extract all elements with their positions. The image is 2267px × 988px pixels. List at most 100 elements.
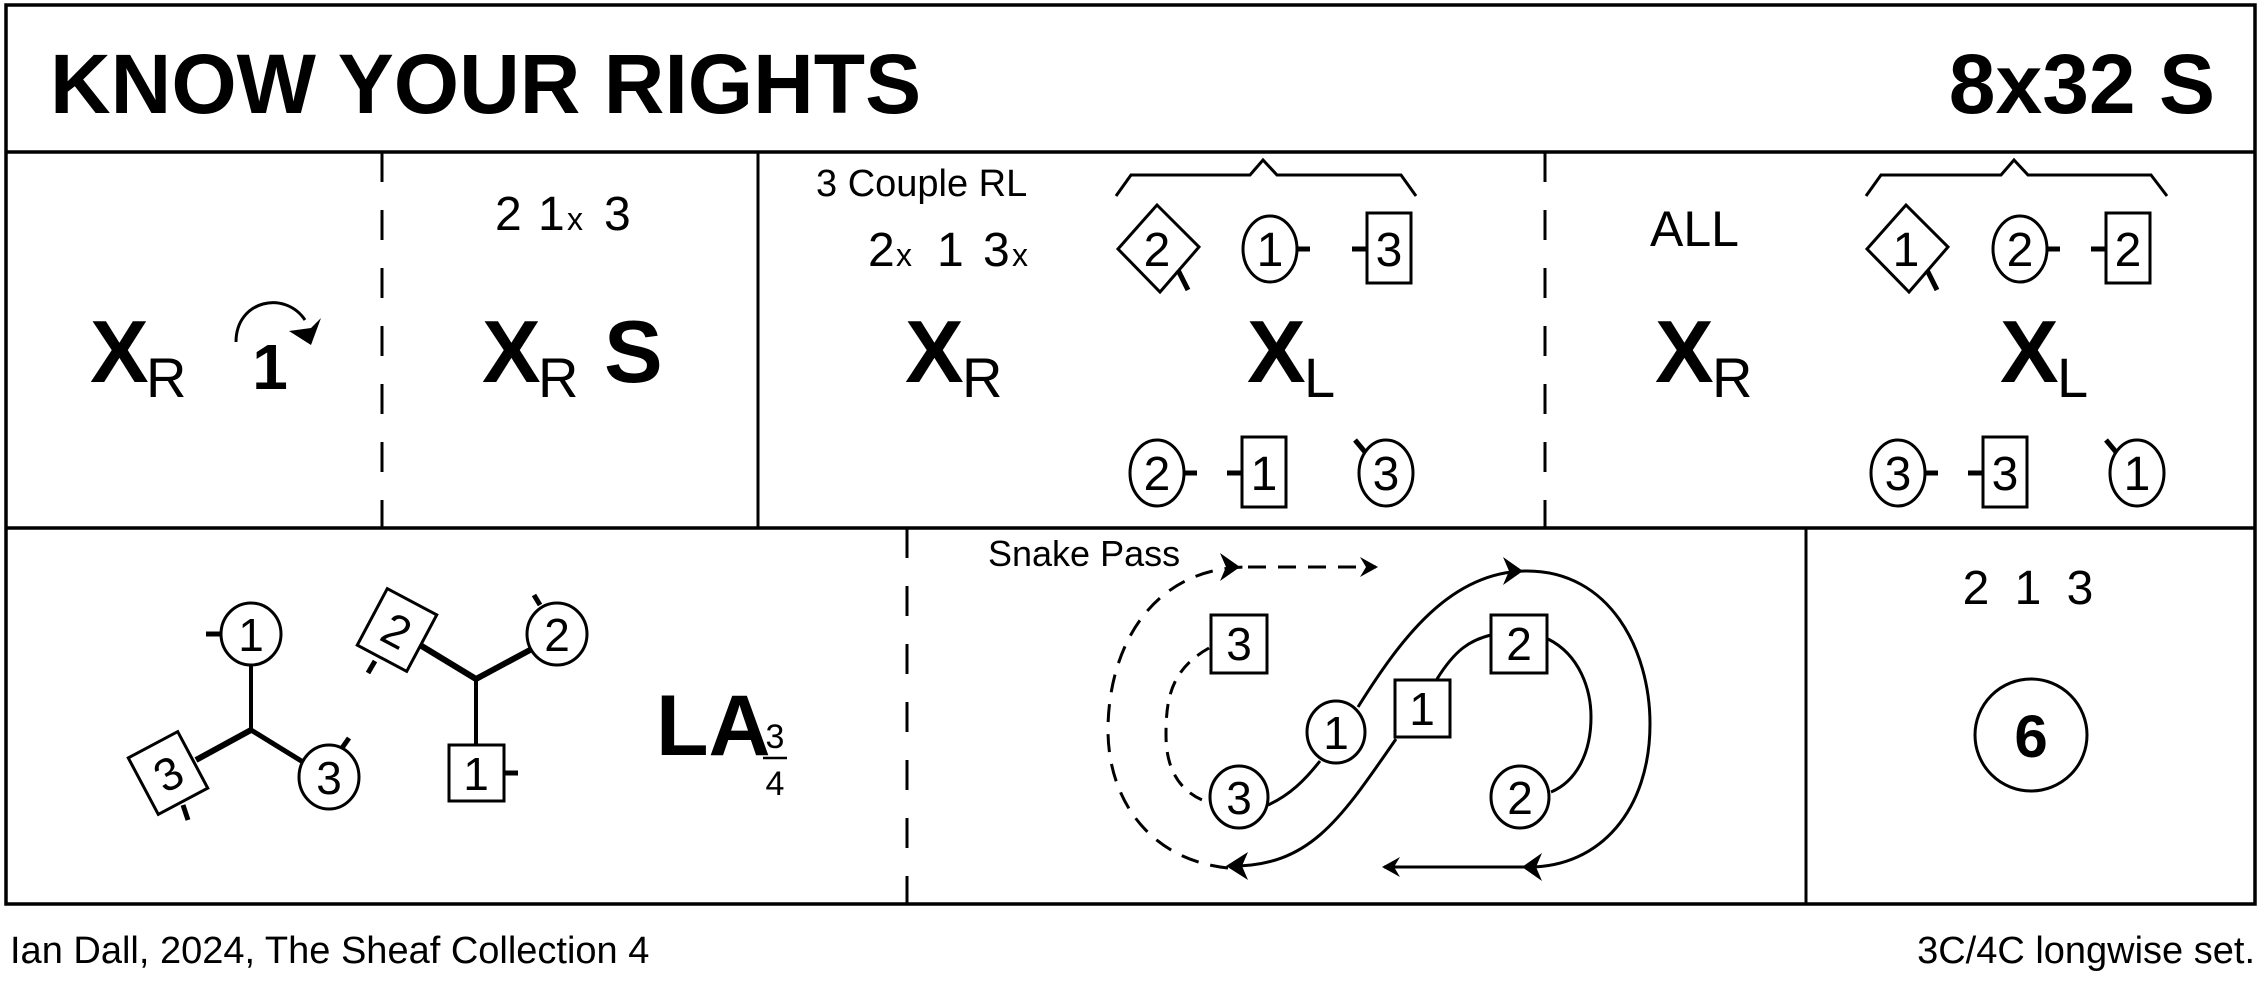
dance-title: KNOW YOUR RIGHTS [50,37,921,131]
move-subscript: R [962,346,1002,409]
dancer-number: 1 [1323,707,1349,759]
cell-note: 3 Couple RL [816,163,1027,205]
turn-count: 1 [252,331,288,403]
diamond-dancer-icon [1115,202,1202,295]
formation-right: 2 2 1 [355,586,589,803]
footer-formation: 3C/4C longwise set. [1917,930,2255,972]
square-dancer-icon [1393,678,1452,739]
dancer-number: 1 [463,748,489,800]
circle-dancer-icon [2108,438,2166,508]
solid-track [1526,569,1652,869]
dancer-number: 2 [1506,618,1532,670]
circle-dancer-icon [1208,764,1270,830]
dance-format: 8x32 S [1949,37,2215,131]
dancer-number: 1 [238,609,264,661]
dancer-number: 3 [316,752,342,804]
card-frame [4,3,2257,906]
dancer-number: 1 [1251,448,1278,501]
bars-circle-icon [1973,677,2089,793]
solid-track [1435,633,1492,680]
final-order: 2 1 3 [1963,562,2100,615]
dancer-number: 3 [1992,448,2019,501]
fraction-numerator: 3 [766,718,785,756]
formation-left: 1 3 3 [126,601,361,821]
solid-track [1356,569,1528,708]
hand-stub [531,593,543,607]
bars-count: 6 [2014,703,2047,770]
diamond-dancer-icon [126,729,210,817]
arrowhead-icon [1503,557,1523,585]
move-symbol: X [2000,302,2059,401]
dancer-number: 3 [1373,448,1400,501]
arrowhead-icon [1220,553,1240,581]
dancer-number: 2 [2007,224,2034,277]
circle-dancer-icon [297,743,361,811]
hand-stub [1924,268,1940,292]
square-dancer-icon [1209,613,1269,675]
cell-note: ALL [1650,201,1739,257]
dancer-number: 2 [2115,224,2142,277]
dancer-number: 3 [145,745,192,803]
fraction-denominator: 4 [766,765,785,803]
move-extra: S [604,302,663,401]
dancer-number: 2 [373,602,420,660]
hand-stub [1353,438,1367,454]
circle-dancer-icon [1357,438,1415,508]
dancer-number: 2 [544,609,570,661]
hand-stub [339,736,352,750]
circle-dancer-icon [1305,699,1367,765]
move-symbol: X [1655,302,1714,401]
dashed-track [1106,565,1249,870]
dancer-number: 3 [1226,772,1252,824]
diamond-dancer-icon [1864,202,1951,295]
dancer-number: 1 [2124,448,2151,501]
move-symbol: X [905,302,964,401]
dancer-number: 3 [1376,224,1403,277]
order-number: 3 [983,224,1010,277]
figure-cell-r1c2: 2 1 x 3 X R S [482,188,663,409]
hand-stub [365,659,378,675]
move-symbol: X [1247,302,1306,401]
dashed-track [1164,646,1210,804]
circle-dancer-icon [525,601,589,667]
move-subscript: R [146,346,186,409]
order-number: 3 [604,188,631,241]
hand-stub [180,804,191,821]
order-number: 2 [495,188,522,241]
clockwise-turn-arrow-icon [234,301,307,343]
brace-icon [1864,157,2169,197]
solid-track [1547,637,1593,794]
move-subscript: R [538,346,578,409]
dancer-number: 1 [1409,683,1435,735]
order-number: 1 [538,188,565,241]
figure-cell-r1c4: ALL 1 2 2 X R X L 3 3 1 [1650,157,2169,509]
move-symbol: X [482,302,541,401]
figure-cell-r2c1: 1 3 3 2 2 1 L [126,586,787,821]
square-dancer-icon [1489,613,1549,675]
move-symbol: X [90,302,149,401]
dancer-number: 2 [1144,448,1171,501]
move-subscript: R [1712,346,1752,409]
footer-credit: Ian Dall, 2024, The Sheaf Collection 4 [10,930,649,972]
dancer-number: 3 [1885,448,1912,501]
dancer-number: 2 [1507,772,1533,824]
figure-label: Snake Pass [988,533,1180,574]
move-symbol: LA [656,678,771,774]
dancer-number: 1 [1257,224,1284,277]
solid-track [1267,760,1322,807]
dancer-number: 1 [1893,224,1920,277]
dancer-number: 2 [1144,224,1171,277]
hand-stub [1175,268,1191,292]
solid-track [1231,738,1398,868]
brace-icon [1114,157,1418,197]
move-subscript: L [2057,346,2088,409]
figure-cell-r2c2: Snake Pass 3 2 1 1 3 2 [988,533,1652,881]
move-subscript: L [1304,346,1335,409]
figure-cell-r2c3: 2 1 3 6 [1963,562,2100,793]
diamond-dancer-icon [355,586,439,674]
figure-cell-r1c1: X R 1 [90,301,321,409]
dancer-number: 3 [1226,618,1252,670]
order-number: 2 [868,224,895,277]
order-number: 1 [937,224,964,277]
hand-stub [2104,438,2118,454]
